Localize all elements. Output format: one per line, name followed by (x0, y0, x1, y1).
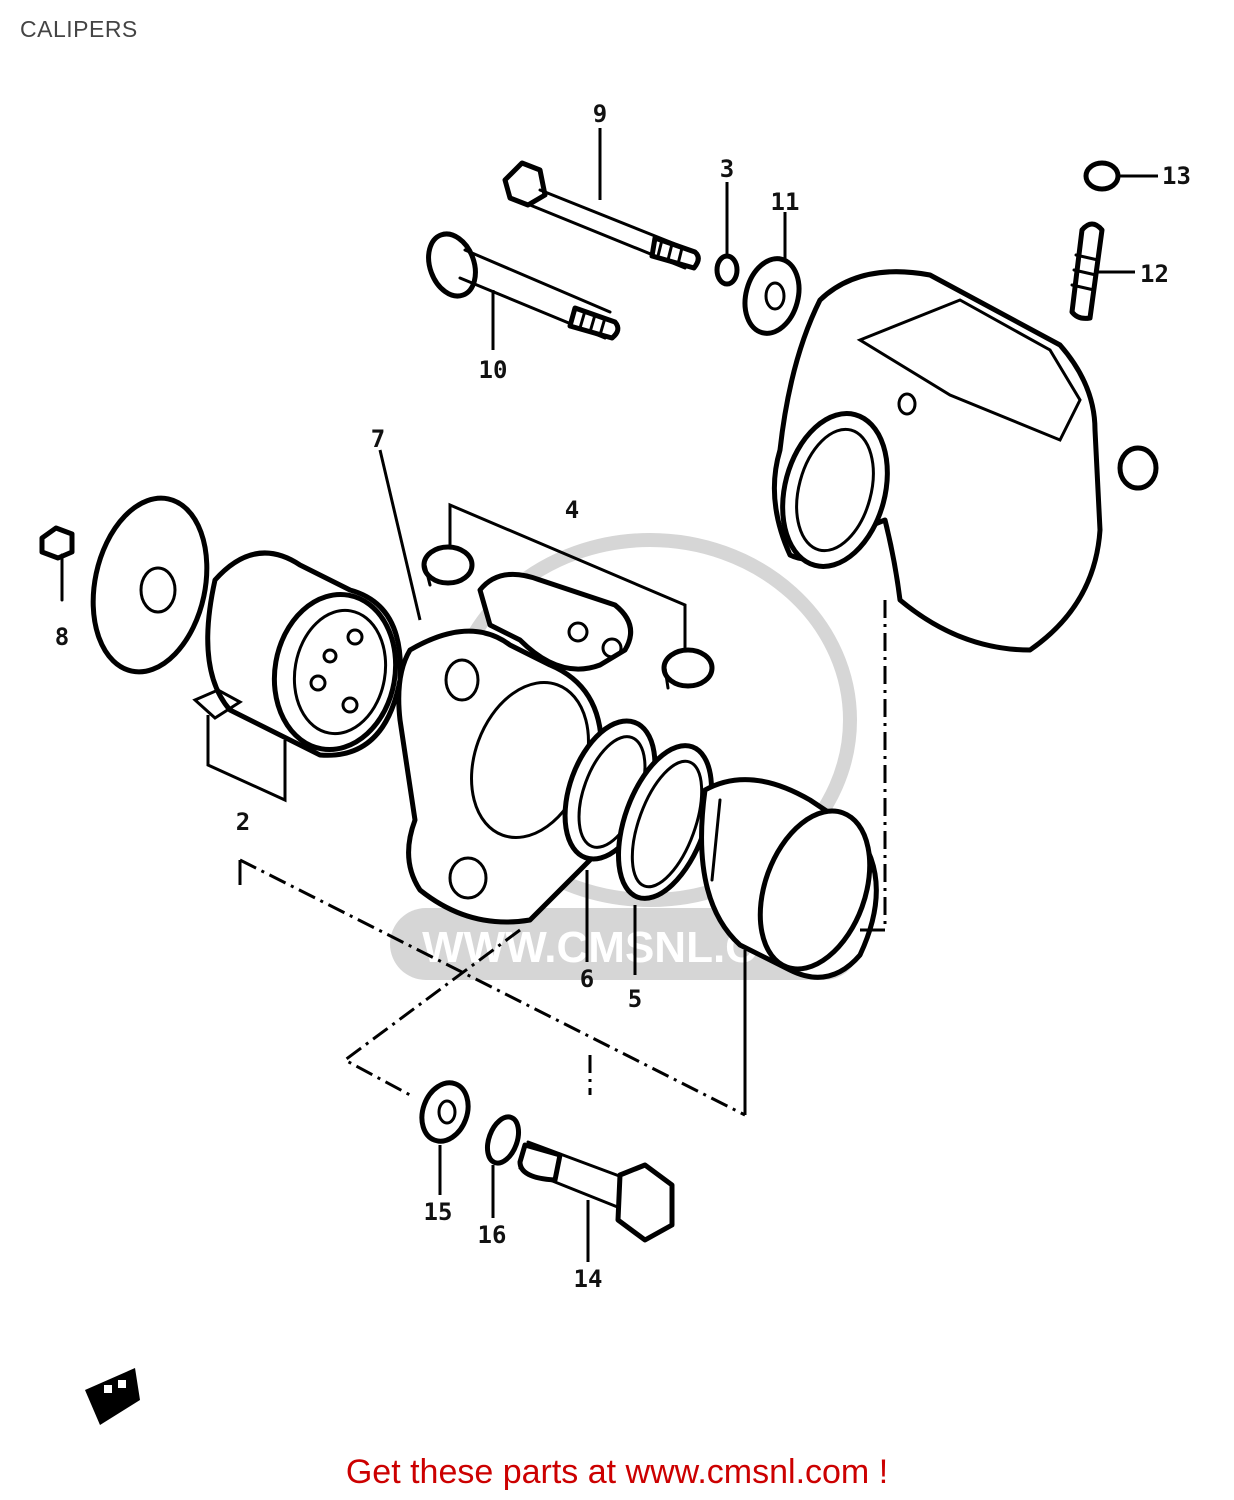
dash-line-bracket (239, 858, 746, 1117)
callout-3: 3 (720, 155, 734, 183)
part-10-bolt (426, 231, 621, 341)
part-13-cap (1083, 160, 1158, 192)
part-11-washer (742, 256, 802, 336)
callout-2: 2 (236, 808, 250, 836)
part-14-bolt (517, 1140, 675, 1243)
part-2-housing (192, 550, 403, 803)
callout-13: 13 (1162, 162, 1191, 190)
front-direction-arrow-icon (85, 1368, 140, 1425)
part-7-bracket (396, 628, 604, 925)
callout-14: 14 (574, 1265, 603, 1293)
part-4-sleeves (421, 502, 715, 690)
part-9-bolt (502, 160, 701, 271)
part-16-lockwasher (484, 1114, 522, 1166)
callout-4: 4 (565, 496, 579, 524)
part-8-screw (39, 525, 75, 602)
piston (699, 777, 879, 980)
callout-12: 12 (1140, 260, 1169, 288)
caliper-body (771, 269, 1159, 653)
callout-11: 11 (771, 188, 800, 216)
leader-7 (378, 449, 422, 621)
callout-7: 7 (371, 425, 385, 453)
callout-16: 16 (478, 1221, 507, 1249)
part-15-washer (419, 1080, 471, 1144)
footer-link[interactable]: Get these parts at www.cmsnl.com ! (345, 1453, 889, 1491)
callout-10: 10 (479, 356, 508, 384)
part-3-ring (714, 253, 740, 287)
callout-6: 6 (580, 965, 594, 993)
callout-8: 8 (55, 623, 69, 651)
callout-5: 5 (628, 985, 642, 1013)
page-title: CALIPERS (20, 16, 138, 42)
dash-line-lower (342, 928, 521, 1097)
part-12-bleeder (1069, 221, 1135, 321)
callout-9: 9 (593, 100, 607, 128)
callout-15: 15 (424, 1198, 453, 1226)
cover-disc (90, 495, 210, 675)
